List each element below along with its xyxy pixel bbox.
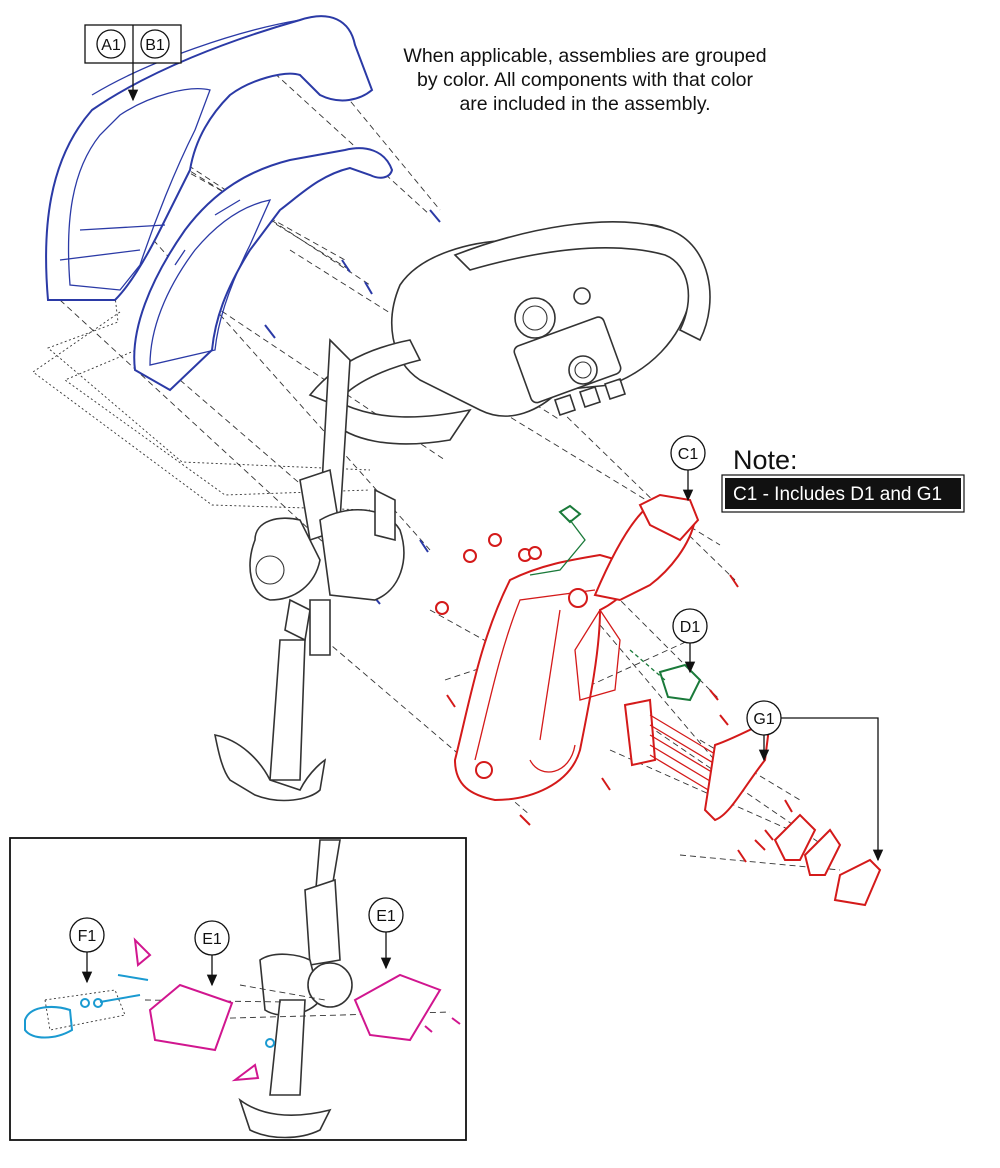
callout-b1-label: B1 — [145, 37, 165, 54]
callout-a1-label: A1 — [101, 37, 121, 54]
note-title: Note: — [733, 445, 798, 475]
caption-line-3: are included in the assembly. — [459, 93, 710, 115]
callout-e1-right: E1 — [368, 897, 404, 970]
assembly-caption: When applicable, assemblies are grouped … — [403, 45, 766, 115]
callout-f1: F1 — [69, 917, 105, 984]
callout-c1: C1 — [670, 435, 706, 471]
caption-line-1: When applicable, assemblies are grouped — [403, 45, 766, 67]
caption-line-2: by color. All components with that color — [417, 69, 754, 91]
callout-a1-b1: A1 B1 — [84, 24, 182, 64]
callout-f1-label: F1 — [78, 928, 97, 945]
callout-g1-label: G1 — [753, 711, 774, 728]
key-switch-part — [529, 504, 702, 702]
callout-d1: D1 — [672, 608, 708, 644]
callout-g1: G1 — [746, 700, 782, 736]
rear-shroud-assembly — [435, 493, 882, 907]
red-nuts — [435, 533, 542, 615]
callout-leaders — [127, 63, 884, 862]
callout-e1-left-label: E1 — [202, 931, 222, 948]
callout-e1-right-label: E1 — [376, 908, 396, 925]
inset-panel — [9, 837, 467, 1141]
tiller-console — [213, 221, 711, 802]
note-block: Note: C1 - Includes D1 and G1 — [721, 445, 965, 513]
front-shroud-assembly — [45, 15, 441, 605]
note-banner — [725, 478, 961, 509]
callout-e1-left: E1 — [194, 920, 230, 987]
note-text: C1 - Includes D1 and G1 — [733, 484, 942, 505]
callout-c1-label: C1 — [678, 446, 699, 463]
callout-d1-label: D1 — [680, 619, 701, 636]
shroud-screws — [264, 209, 441, 605]
